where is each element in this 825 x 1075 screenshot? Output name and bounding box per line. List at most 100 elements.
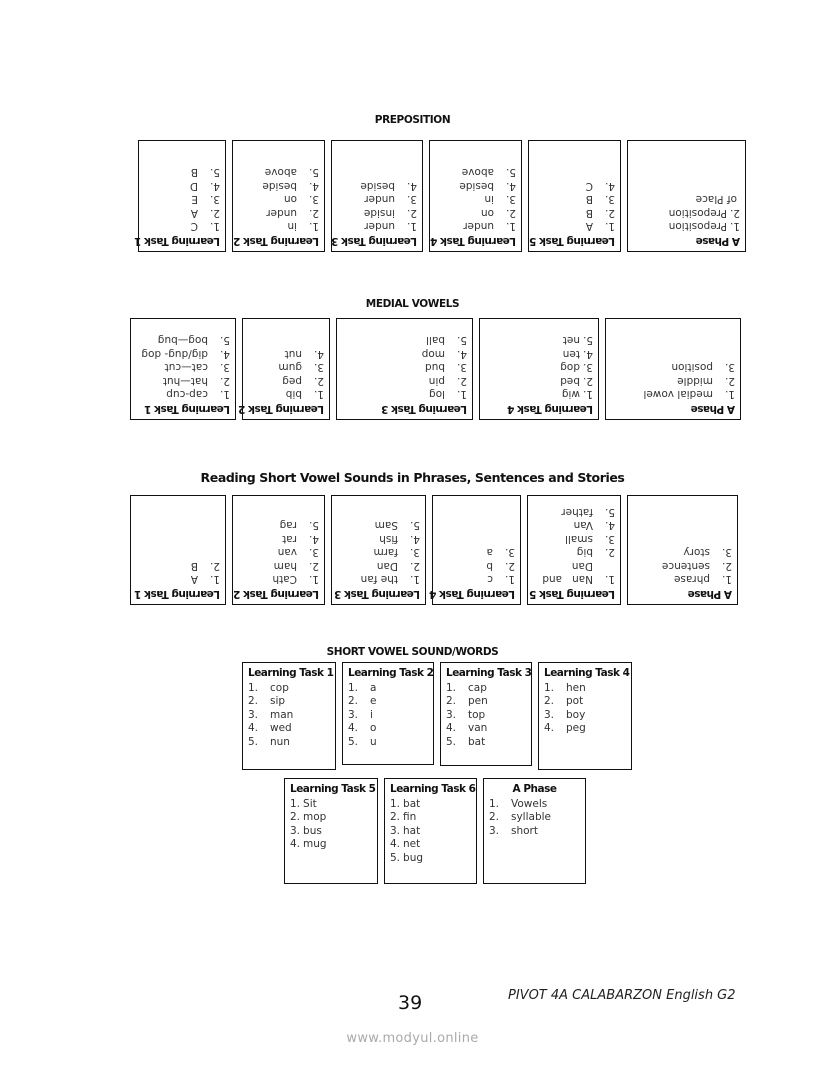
answer-number: 3.	[248, 708, 259, 721]
answer-number: 5.	[219, 334, 230, 347]
answer-number: 2.	[209, 560, 220, 572]
answer-item: 3.bud	[342, 360, 467, 374]
answer-number: 2.	[409, 560, 420, 572]
answer-item: 2.inside	[337, 206, 417, 219]
answer-text: small	[565, 533, 593, 545]
answer-box-heading: Learning Task 5	[290, 783, 376, 795]
answer-item: 4.peg	[544, 722, 626, 736]
answer-item: 1.Cath	[238, 572, 319, 586]
answer-item: 1.hen	[544, 682, 626, 696]
answer-item: 1.c	[438, 572, 515, 586]
answer-item: 3. story	[633, 545, 732, 559]
section-title-short-vowel: SHORT VOWEL SOUND/WORDS	[326, 646, 499, 658]
answer-text: rag	[279, 519, 297, 532]
answer-number: 4.	[308, 533, 319, 545]
answer-number: 5.	[409, 519, 420, 532]
answer-text: c	[487, 573, 493, 586]
answer-box-heading: Learning Task 5	[529, 588, 615, 600]
answer-text: a	[370, 681, 377, 694]
answer-number: 2.	[504, 560, 515, 572]
answer-text: bus	[303, 824, 322, 837]
answer-item: 5.net	[485, 333, 593, 347]
answer-text: peg	[282, 375, 302, 387]
answer-text: bib	[285, 388, 302, 401]
answer-box-heading: Learning Task 3	[331, 235, 417, 247]
answer-number: 5.	[582, 334, 593, 347]
answer-item: 2.Preposition	[633, 206, 740, 219]
answer-text: story	[683, 546, 710, 559]
answer-text: bat	[403, 797, 421, 810]
answer-text: bat	[468, 735, 486, 748]
answer-number: 3.	[721, 546, 732, 559]
answer-box-heading: A Phase	[691, 403, 735, 415]
answer-item: 4.van	[446, 722, 526, 736]
answer-number: 2.	[724, 375, 735, 387]
answer-number: 4.	[604, 180, 615, 192]
answer-text: pen	[468, 695, 488, 707]
answer-text: under	[266, 207, 297, 219]
answer-text: C	[585, 180, 593, 192]
answer-text: man	[270, 708, 294, 721]
answer-number: 4.	[505, 180, 516, 192]
answer-item: 4.D	[144, 179, 220, 192]
answer-item: 1.cap-cup	[136, 387, 230, 401]
answer-number: 1.	[456, 388, 467, 401]
answer-number: 1.	[446, 681, 457, 694]
answer-box-heading: Learning Task 1	[144, 403, 230, 415]
answer-number: 5.	[308, 166, 319, 179]
answer-box-heading: Learning Task 2	[348, 667, 434, 679]
answer-number: 4.	[409, 533, 420, 545]
answer-item: 4.mug	[290, 838, 372, 852]
answer-text: Vowels	[511, 797, 548, 810]
answer-text: fin	[403, 811, 417, 823]
answer-item: 3.E	[144, 192, 220, 206]
answer-box-heading: Learning Task 1	[134, 588, 220, 600]
website-watermark: www.modyul.online	[346, 1031, 479, 1046]
answer-item: 3.under	[337, 192, 417, 206]
answer-text: mop	[421, 348, 445, 360]
answer-number: 5.	[209, 166, 220, 179]
answer-text: net	[562, 334, 580, 347]
answer-text: top	[468, 708, 486, 721]
answer-text: fish	[379, 533, 398, 545]
answer-number: 1.	[604, 220, 615, 233]
answer-number: 3.	[724, 361, 735, 374]
answer-item: 4.Van	[533, 518, 615, 532]
answer-number: 1.	[729, 220, 740, 233]
answer-text: bug	[403, 851, 424, 864]
answer-number: 4.	[209, 180, 220, 192]
answer-item: 1.cop	[248, 682, 330, 696]
answer-number: 2.	[456, 375, 467, 387]
answer-number: 2.	[489, 811, 500, 823]
answer-number: 4.	[290, 838, 301, 850]
answer-item: 4.nut	[248, 347, 324, 360]
answer-text: a	[486, 546, 493, 559]
answer-number: 1.	[290, 797, 301, 810]
answer-number: 1.	[406, 220, 417, 233]
answer-text: Cath	[272, 573, 297, 586]
publication-label: PIVOT 4A CALABARZON English G2	[508, 988, 736, 1003]
answer-item: 4. fish	[337, 532, 420, 545]
answer-item: 1.phrase	[633, 572, 732, 586]
answer-text: i	[370, 708, 373, 721]
answer-number: 5.	[604, 506, 615, 518]
answer-text: A	[585, 220, 593, 233]
answer-text: bud	[425, 361, 445, 374]
answer-item: 5.nun	[248, 736, 330, 750]
answer-number: 2.	[721, 560, 732, 572]
answer-item: 4.mop	[342, 347, 467, 360]
answer-text: in	[484, 193, 494, 206]
answer-item: 2.on	[435, 206, 516, 219]
answer-item: 2.A	[144, 206, 220, 219]
answer-text: sentence	[661, 560, 710, 572]
